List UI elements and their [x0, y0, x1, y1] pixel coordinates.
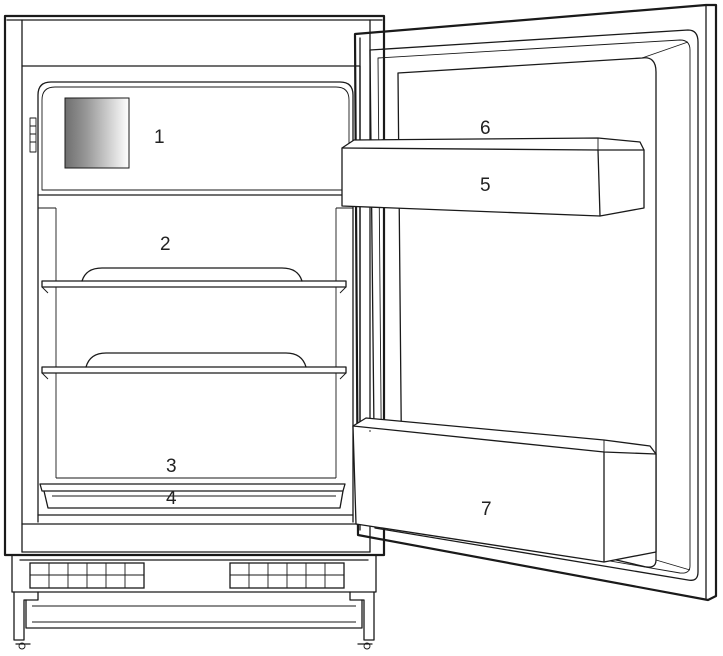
vent-right: [229, 562, 345, 589]
interior-walls: [37, 194, 354, 523]
hinge-marks: [29, 117, 37, 153]
label-7: 7: [481, 499, 492, 520]
vent-left: [29, 562, 145, 589]
plinth: [11, 554, 377, 650]
crisper-area: [39, 477, 346, 509]
label-1: 1: [154, 127, 165, 148]
label-6: 6: [480, 118, 491, 139]
label-3: 3: [166, 456, 177, 477]
label-5: 5: [480, 175, 491, 196]
label-2: 2: [160, 234, 171, 255]
control-panel: [37, 81, 354, 196]
label-4: 4: [166, 488, 177, 509]
light-panel: [64, 97, 130, 169]
door-shelf-lower: [352, 417, 657, 563]
shelf-lower: [41, 352, 347, 380]
shelf-upper: [41, 267, 347, 294]
door-shelf-upper: [341, 137, 645, 217]
